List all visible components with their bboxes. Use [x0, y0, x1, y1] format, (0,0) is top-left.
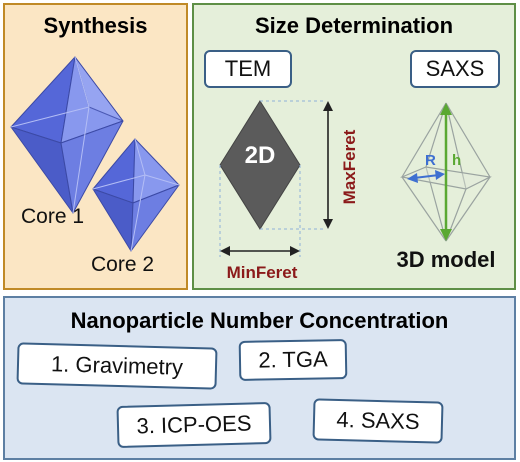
shape-2d-label: 2D [245, 142, 276, 169]
saxs-box: SAXS [410, 50, 500, 88]
r-label: R [425, 152, 436, 169]
core2-label: Core 2 [91, 253, 155, 276]
method-saxs: 4. SAXS [312, 398, 444, 444]
model-3d-label: 3D model [396, 247, 495, 272]
r-arrow [413, 174, 440, 179]
synthesis-panel: Synthesis Core 1 Core 2 [3, 3, 188, 290]
tem-box: TEM [204, 50, 292, 88]
saxs-3d-model [399, 102, 492, 242]
concentration-panel: Nanoparticle Number Concentration 1. Gra… [3, 296, 516, 460]
method-icp-oes: 3. ICP-OES [116, 401, 272, 449]
size-title: Size Determination [254, 13, 454, 38]
method-tga: 2. TGA [238, 339, 348, 381]
minferet-label: MinFeret [227, 263, 298, 282]
method-gravimetry: 1. Gravimetry [16, 342, 218, 390]
tem-2d-projection [219, 100, 333, 257]
core1-octahedron [10, 56, 124, 214]
size-determination-panel: Size Determination TEM SAXS [192, 3, 516, 290]
size-diagrams: R h 2D MaxFeret MinFeret 3D model [219, 100, 496, 282]
core1-label: Core 1 [21, 205, 85, 228]
core2-octahedron [92, 138, 180, 252]
h-label: h [452, 152, 461, 169]
maxferet-label: MaxFeret [340, 129, 359, 204]
synthesis-title: Synthesis [43, 13, 148, 38]
octahedra-illustration [10, 56, 180, 252]
concentration-title: Nanoparticle Number Concentration [70, 308, 449, 333]
